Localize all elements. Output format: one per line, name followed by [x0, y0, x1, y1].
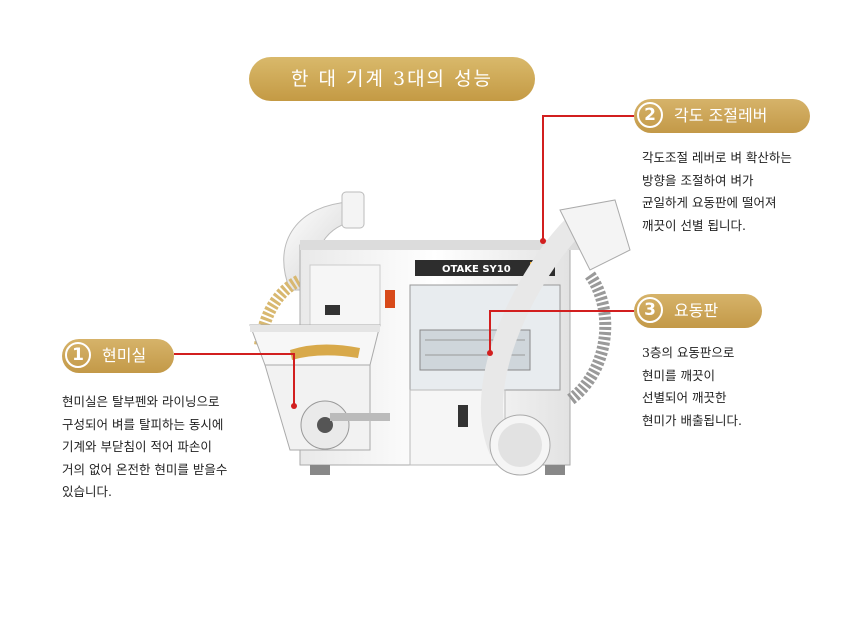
leader-dot-2 [540, 238, 546, 244]
feature-number-2: 2 [637, 102, 663, 128]
feature-label-2: 각도 조절레버 [674, 106, 768, 125]
feature-2-line: 균일하게 요동판에 떨어져 [642, 195, 777, 210]
feature-1-line: 현미실은 탈부펜와 라이닝으로 [62, 394, 220, 409]
leader-line-3-vertical [489, 310, 491, 352]
feature-badge-1: 1 현미실 [62, 339, 174, 373]
feature-label-1: 현미실 [102, 346, 147, 365]
feature-2-line: 깨끗이 선별 됩니다. [642, 217, 746, 233]
leader-line-1 [174, 353, 294, 355]
leader-line-2 [543, 115, 634, 117]
feature-description-1: 현미실은 탈부펜와 라이닝으로 구성되어 벼를 탈피하는 동시에 기계와 부닫침… [62, 391, 227, 504]
feature-number-3: 3 [637, 297, 663, 323]
feature-3-line: 현미를 깨끗이 [642, 367, 715, 383]
feature-3-line: 3층의 요동판으로 [642, 345, 735, 360]
feature-3-line: 선별되어 깨끗한 [642, 390, 727, 405]
feature-1-line: 기계와 부닫침이 적어 파손이 [62, 439, 212, 454]
feature-badge-2: 2 각도 조절레버 [634, 99, 810, 133]
feature-3-line: 현미가 배출됩니다. [642, 412, 742, 428]
leader-line-2-vertical [542, 115, 544, 240]
feature-label-3: 요동판 [674, 301, 719, 320]
section-title: 한 대 기계 3대의 성능 [249, 57, 535, 101]
feature-description-3: 3층의 요동판으로 현미를 깨끗이 선별되어 깨끗한 현미가 배출됩니다. [642, 342, 742, 432]
feature-1-line: 있습니다. [62, 484, 112, 499]
feature-description-2: 각도조절 레버로 벼 확산하는 방향을 조절하여 벼가 균일하게 요동판에 떨어… [642, 147, 792, 237]
feature-2-line: 각도조절 레버로 벼 확산하는 [642, 150, 792, 165]
feature-1-line: 구성되어 벼를 탈피하는 동시에 [62, 416, 224, 432]
leader-line-1-vertical [293, 353, 295, 406]
feature-number-1: 1 [65, 342, 91, 368]
leader-line-3 [490, 310, 634, 312]
feature-2-line: 방향을 조절하여 벼가 [642, 172, 754, 188]
feature-badge-3: 3 요동판 [634, 294, 762, 328]
leader-dot-1 [291, 403, 297, 409]
feature-1-line: 거의 없어 온전한 현미를 받을수 [62, 461, 228, 477]
brand-plate: OTAKE SY10 [442, 264, 511, 275]
leader-dot-3 [487, 350, 493, 356]
rice-huller-machine-image: OTAKE SY10 [249, 191, 631, 476]
